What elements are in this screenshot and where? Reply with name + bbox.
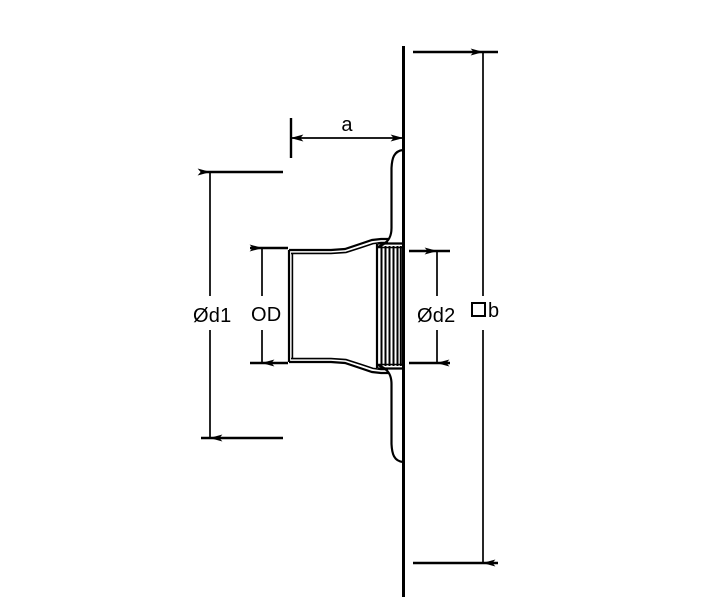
hub-taper-upper bbox=[289, 237, 389, 252]
flange-skirt-upper bbox=[377, 148, 404, 248]
dimension-a: a bbox=[289, 114, 404, 158]
dimension-d2-label: Ød2 bbox=[417, 305, 455, 327]
hub-taper-lower-inner bbox=[291, 357, 388, 371]
dimension-b: b bbox=[413, 48, 499, 567]
hub-taper-upper-inner bbox=[291, 241, 388, 255]
dimension-od-label: OD bbox=[251, 304, 281, 326]
dimension-od: OD bbox=[249, 244, 288, 367]
threaded-section bbox=[380, 246, 402, 366]
flange-skirt-lower bbox=[377, 364, 404, 464]
dimension-d1: Ød1 bbox=[193, 168, 283, 442]
dimension-d1-label: Ød1 bbox=[193, 305, 231, 327]
dimension-b-label: b bbox=[488, 300, 499, 322]
dimension-d2: Ød2 bbox=[409, 247, 455, 367]
dimension-a-label: a bbox=[341, 114, 353, 136]
part-geometry bbox=[287, 46, 405, 597]
square-symbol-icon bbox=[471, 302, 486, 317]
hub-taper-lower bbox=[289, 360, 389, 375]
